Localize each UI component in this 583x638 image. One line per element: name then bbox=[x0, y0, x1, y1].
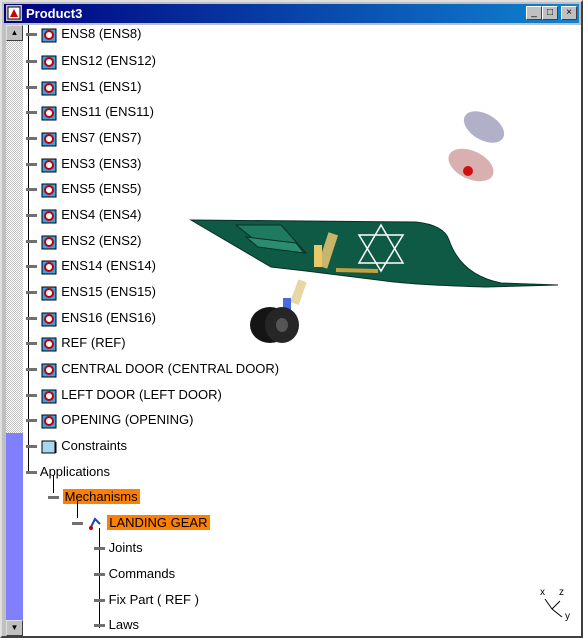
part-icon bbox=[41, 209, 57, 224]
minimize-button[interactable]: _ bbox=[526, 6, 542, 20]
tree-node-label: LEFT DOOR (LEFT DOOR) bbox=[61, 387, 222, 402]
window-title: Product3 bbox=[26, 6, 83, 21]
part-icon bbox=[41, 363, 57, 378]
part-icon bbox=[41, 55, 57, 70]
tree-node-label: ENS16 (ENS16) bbox=[61, 310, 156, 325]
tree-branch-line bbox=[77, 501, 78, 518]
part-icon bbox=[41, 106, 57, 121]
scrollbar-thumb[interactable] bbox=[6, 433, 23, 620]
tree-node-part[interactable]: ENS4 (ENS4) bbox=[26, 206, 141, 224]
tree-node-constraints[interactable]: Constraints bbox=[26, 437, 127, 455]
tree-node-part[interactable]: REF (REF) bbox=[26, 334, 126, 352]
axis-z-label: z bbox=[559, 587, 564, 598]
3d-viewport[interactable]: ▲ ▼ ENS8 (E bbox=[6, 25, 581, 636]
part-icon bbox=[41, 389, 57, 404]
part-icon bbox=[41, 260, 57, 275]
tree-node-label: Laws bbox=[108, 617, 139, 632]
scroll-down-arrow-icon[interactable]: ▼ bbox=[6, 620, 23, 636]
tree-node-label: ENS2 (ENS2) bbox=[61, 233, 142, 248]
axis-triad-icon[interactable]: x z y bbox=[534, 583, 579, 628]
tree-node-label: Fix Part ( REF ) bbox=[108, 592, 199, 607]
part-icon bbox=[41, 132, 57, 147]
tree-node-label: ENS5 (ENS5) bbox=[61, 181, 142, 196]
tree-node-label: Applications bbox=[39, 464, 111, 479]
tree-node-label: ENS4 (ENS4) bbox=[61, 207, 142, 222]
part-icon bbox=[41, 158, 57, 173]
part-icon bbox=[41, 183, 57, 198]
tree-node-label: ENS7 (ENS7) bbox=[61, 130, 142, 145]
scroll-up-arrow-icon[interactable]: ▲ bbox=[6, 25, 23, 41]
part-icon bbox=[41, 312, 57, 327]
tree-node-label: ENS15 (ENS15) bbox=[61, 284, 156, 299]
tree-node-label: LANDING GEAR bbox=[107, 515, 210, 530]
tree-node-joints[interactable]: Joints bbox=[94, 539, 143, 557]
title-bar[interactable]: Product3 _ □ × bbox=[4, 4, 579, 23]
tree-node-part[interactable]: ENS16 (ENS16) bbox=[26, 309, 156, 327]
close-button[interactable]: × bbox=[561, 6, 577, 20]
part-icon bbox=[41, 28, 57, 43]
tree-node-label: Mechanisms bbox=[62, 489, 140, 504]
scrollbar-track[interactable] bbox=[6, 41, 23, 620]
tree-node-part[interactable]: ENS1 (ENS1) bbox=[26, 78, 141, 96]
tree-node-applications[interactable]: Applications bbox=[26, 463, 110, 481]
vertical-scrollbar[interactable]: ▲ ▼ bbox=[6, 25, 23, 636]
tree-node-label: Constraints bbox=[61, 438, 127, 453]
tree-node-label: OPENING (OPENING) bbox=[61, 412, 194, 427]
tree-node-label: ENS11 (ENS11) bbox=[61, 104, 154, 119]
constraints-icon bbox=[41, 440, 57, 454]
tree-node-label: ENS14 (ENS14) bbox=[61, 258, 156, 273]
tree-node-part[interactable]: LEFT DOOR (LEFT DOOR) bbox=[26, 386, 222, 404]
tree-node-part[interactable]: ENS14 (ENS14) bbox=[26, 257, 156, 275]
tree-node-part[interactable]: ENS12 (ENS12) bbox=[26, 52, 156, 70]
tree-node-part[interactable]: ENS8 (ENS8) bbox=[26, 25, 141, 43]
tree-node-part[interactable]: CENTRAL DOOR (CENTRAL DOOR) bbox=[26, 360, 279, 378]
tree-branch-line bbox=[53, 475, 54, 493]
tree-node-label: REF (REF) bbox=[61, 335, 126, 350]
tree-node-landing-gear[interactable]: LANDING GEAR bbox=[72, 514, 210, 532]
part-icon bbox=[41, 414, 57, 429]
tree-node-laws[interactable]: Laws bbox=[94, 616, 139, 634]
tree-node-fix-part[interactable]: Fix Part ( REF ) bbox=[94, 591, 199, 609]
tree-node-label: ENS1 (ENS1) bbox=[61, 79, 142, 94]
tree-node-commands[interactable]: Commands bbox=[94, 565, 175, 583]
maximize-button[interactable]: □ bbox=[542, 6, 558, 20]
tree-node-label: Commands bbox=[108, 566, 176, 581]
tree-node-label: CENTRAL DOOR (CENTRAL DOOR) bbox=[61, 361, 280, 376]
tree-node-part[interactable]: ENS11 (ENS11) bbox=[26, 103, 154, 121]
tree-node-part[interactable]: ENS3 (ENS3) bbox=[26, 155, 141, 173]
tree-node-mechanisms[interactable]: Mechanisms bbox=[48, 488, 140, 506]
part-icon bbox=[41, 286, 57, 301]
specification-tree: ENS8 (ENS8) ENS12 (ENS12) ENS1 (ENS1) EN… bbox=[6, 25, 306, 636]
part-icon bbox=[41, 235, 57, 250]
mechanism-icon bbox=[88, 516, 101, 530]
tree-node-label: ENS3 (ENS3) bbox=[61, 156, 142, 171]
axis-y-label: y bbox=[565, 611, 570, 622]
product-icon bbox=[6, 5, 22, 21]
tree-trunk-line bbox=[28, 25, 29, 473]
tree-node-part[interactable]: ENS2 (ENS2) bbox=[26, 232, 141, 250]
tree-node-part[interactable]: OPENING (OPENING) bbox=[26, 411, 193, 429]
axis-x-label: x bbox=[540, 587, 545, 598]
landing-gear-model[interactable] bbox=[186, 75, 581, 405]
tree-node-label: ENS8 (ENS8) bbox=[61, 26, 142, 41]
part-icon bbox=[41, 81, 57, 96]
tree-node-part[interactable]: ENS5 (ENS5) bbox=[26, 180, 141, 198]
part-icon bbox=[41, 337, 57, 352]
tree-node-part[interactable]: ENS7 (ENS7) bbox=[26, 129, 141, 147]
tree-node-label: ENS12 (ENS12) bbox=[61, 53, 156, 68]
tree-branch-line bbox=[99, 528, 100, 628]
tree-node-part[interactable]: ENS15 (ENS15) bbox=[26, 283, 156, 301]
tree-node-label: Joints bbox=[108, 540, 143, 555]
